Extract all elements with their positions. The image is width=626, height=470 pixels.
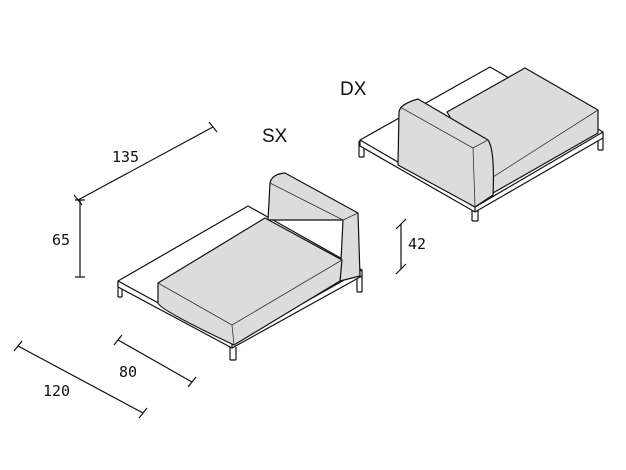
dim-120-label: 120: [43, 382, 70, 400]
sx-label: SX: [262, 126, 288, 147]
dx-label: DX: [340, 79, 367, 100]
dimension-65: 65: [52, 199, 85, 278]
dim-135-label: 135: [112, 148, 139, 166]
dx-module: [358, 66, 604, 222]
dimension-42: 42: [395, 218, 426, 275]
dimension-120: 120: [13, 340, 148, 419]
sx-module: [117, 172, 363, 361]
dimension-80: 80: [113, 334, 197, 388]
dim-65-label: 65: [52, 231, 70, 249]
dim-80-label: 80: [119, 363, 137, 381]
dim-42-label: 42: [408, 235, 426, 253]
dimension-135: 135: [73, 121, 218, 206]
